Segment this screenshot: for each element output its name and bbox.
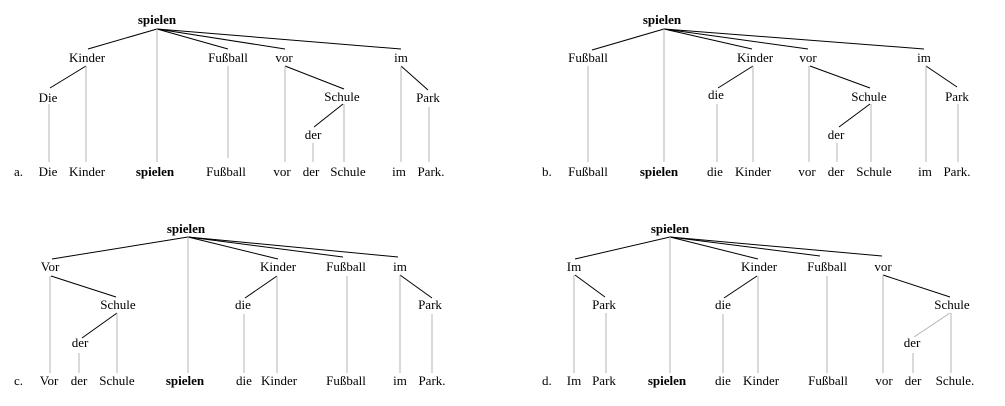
node-park: Park	[418, 297, 442, 312]
node-kinder: Kinder	[259, 259, 297, 274]
node-kinder: Kinder	[736, 50, 774, 65]
node-spielen: spielen	[650, 221, 690, 236]
node-fussball: Fußball	[326, 259, 366, 274]
panel-a-edges	[48, 28, 430, 162]
node-vor: Vor	[40, 259, 60, 274]
node-spielen: spielen	[137, 12, 177, 27]
node-im: im	[917, 50, 931, 65]
node-fussball: Fußball	[807, 259, 847, 274]
node-fussball: Fußball	[208, 50, 248, 65]
node-fussball: Fußball	[568, 50, 608, 65]
node-spielen: spielen	[642, 12, 682, 27]
sentence-word: die	[707, 164, 723, 179]
node-schule: Schule	[851, 89, 887, 104]
sentence-word: spielen	[135, 164, 175, 179]
sentence-word: Schule	[856, 164, 892, 179]
node-kinder: Kinder	[740, 259, 778, 274]
sentence-word: spielen	[647, 373, 687, 388]
sentence-word: Fußball	[808, 373, 848, 388]
sentence-word: im	[392, 164, 406, 179]
node-spielen: spielen	[166, 221, 206, 236]
sentence-word: die	[236, 373, 252, 388]
sentence-word: Park.	[417, 164, 445, 179]
sentence-word: spielen	[639, 164, 679, 179]
node-kinder: Kinder	[68, 50, 106, 65]
node-park: Park	[416, 90, 440, 105]
node-die: die	[715, 297, 731, 312]
sentence-word: der	[904, 373, 922, 388]
node-im: Im	[566, 259, 582, 274]
sentence-word: Schule	[330, 164, 366, 179]
sentence-word: der	[70, 373, 88, 388]
node-vor: vor	[874, 259, 892, 274]
sentence-word: Schule	[99, 373, 135, 388]
sentence-word: vor	[875, 373, 893, 388]
node-die: die	[235, 297, 251, 312]
example-label: c.	[14, 373, 24, 388]
sentence-word: Fußball	[206, 164, 246, 179]
example-label: d.	[542, 373, 552, 388]
node-die: die	[708, 87, 724, 102]
sentence-word: Park.	[418, 373, 446, 388]
node-schule: Schule	[324, 89, 360, 104]
node-der: der	[903, 335, 921, 350]
sentence-word: Fußball	[568, 164, 608, 179]
node-der: der	[827, 127, 845, 142]
sentence-word: der	[302, 164, 320, 179]
sentence-word: vor	[798, 164, 816, 179]
panel-d-edges	[573, 236, 952, 373]
node-vor: vor	[799, 50, 817, 65]
example-label: b.	[542, 164, 552, 179]
sentence-word: Im	[566, 373, 582, 388]
sentence-word: Kinder	[68, 164, 106, 179]
example-label: a.	[14, 164, 24, 179]
node-der: der	[304, 127, 322, 142]
node-schule: Schule	[100, 297, 136, 312]
panel-b-edges	[587, 28, 959, 162]
sentence-word: Schule.	[935, 373, 975, 388]
panel-c-edges	[49, 236, 433, 373]
node-der: der	[71, 335, 89, 350]
sentence-word: Kinder	[742, 373, 780, 388]
sentence-word: Park.	[943, 164, 971, 179]
sentence-word: Fußball	[326, 373, 366, 388]
sentence-word: spielen	[165, 373, 205, 388]
sentence-word: der	[827, 164, 845, 179]
sentence-word: Park	[592, 373, 616, 388]
sentence-word: vor	[273, 164, 291, 179]
node-im: im	[394, 50, 408, 65]
node-vor: vor	[275, 50, 293, 65]
node-park: Park	[592, 297, 616, 312]
sentence-word: die	[715, 373, 731, 388]
node-im: im	[393, 259, 407, 274]
sentence-word: Vor	[39, 373, 59, 388]
sentence-word: im	[918, 164, 932, 179]
sentence-word: im	[393, 373, 407, 388]
node-park: Park	[945, 89, 969, 104]
sentence-word: Kinder	[734, 164, 772, 179]
sentence-word: Die	[38, 164, 58, 179]
node-die: Die	[38, 90, 58, 105]
node-schule: Schule	[934, 297, 970, 312]
sentence-word: Kinder	[260, 373, 298, 388]
